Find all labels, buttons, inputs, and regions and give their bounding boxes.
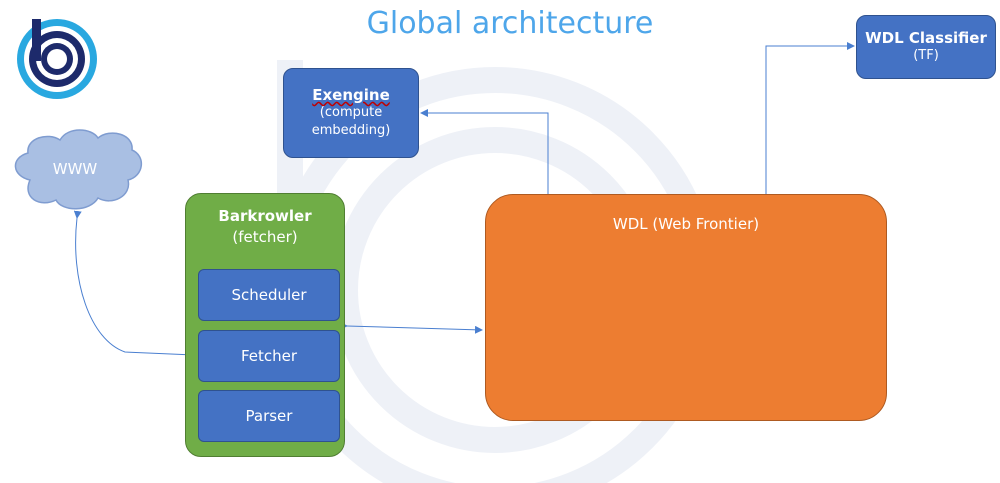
wdl-label: WDL (Web Frontier) xyxy=(612,215,760,233)
exengine-title: Exengine xyxy=(312,86,390,104)
wdl-box: WDL (Web Frontier) xyxy=(485,194,887,421)
barkrowler-subtitle: (fetcher) xyxy=(232,228,298,246)
wdl-classifier-connector xyxy=(765,42,855,194)
www-fetcher-connector xyxy=(73,210,195,359)
wdl-classifier-title: WDL Classifier xyxy=(865,29,987,47)
exengine-box: Exengine (compute embedding) xyxy=(283,68,419,158)
barkrowler-header: Barkrowler (fetcher) xyxy=(186,206,344,248)
fetcher-box: Fetcher xyxy=(198,330,340,382)
parser-box: Parser xyxy=(198,390,340,442)
page-title: Global architecture xyxy=(366,6,654,41)
b-logo-icon xyxy=(17,19,97,99)
exengine-line1: (compute xyxy=(319,105,383,120)
exengine-line2: embedding) xyxy=(311,123,391,138)
wdl-classifier-box: WDL Classifier (TF) xyxy=(856,15,996,79)
wdl-exengine-connector xyxy=(420,109,549,194)
www-cloud-icon xyxy=(14,129,142,210)
barkrowler-box: Barkrowler (fetcher) Scheduler Fetcher P… xyxy=(185,193,345,457)
barkrowler-title: Barkrowler xyxy=(218,207,312,225)
scheduler-box: Scheduler xyxy=(198,269,340,321)
wdl-classifier-subtitle: (TF) xyxy=(913,48,939,63)
www-label: WWW xyxy=(52,160,98,178)
barkrowler-wdl-connector xyxy=(339,321,483,334)
